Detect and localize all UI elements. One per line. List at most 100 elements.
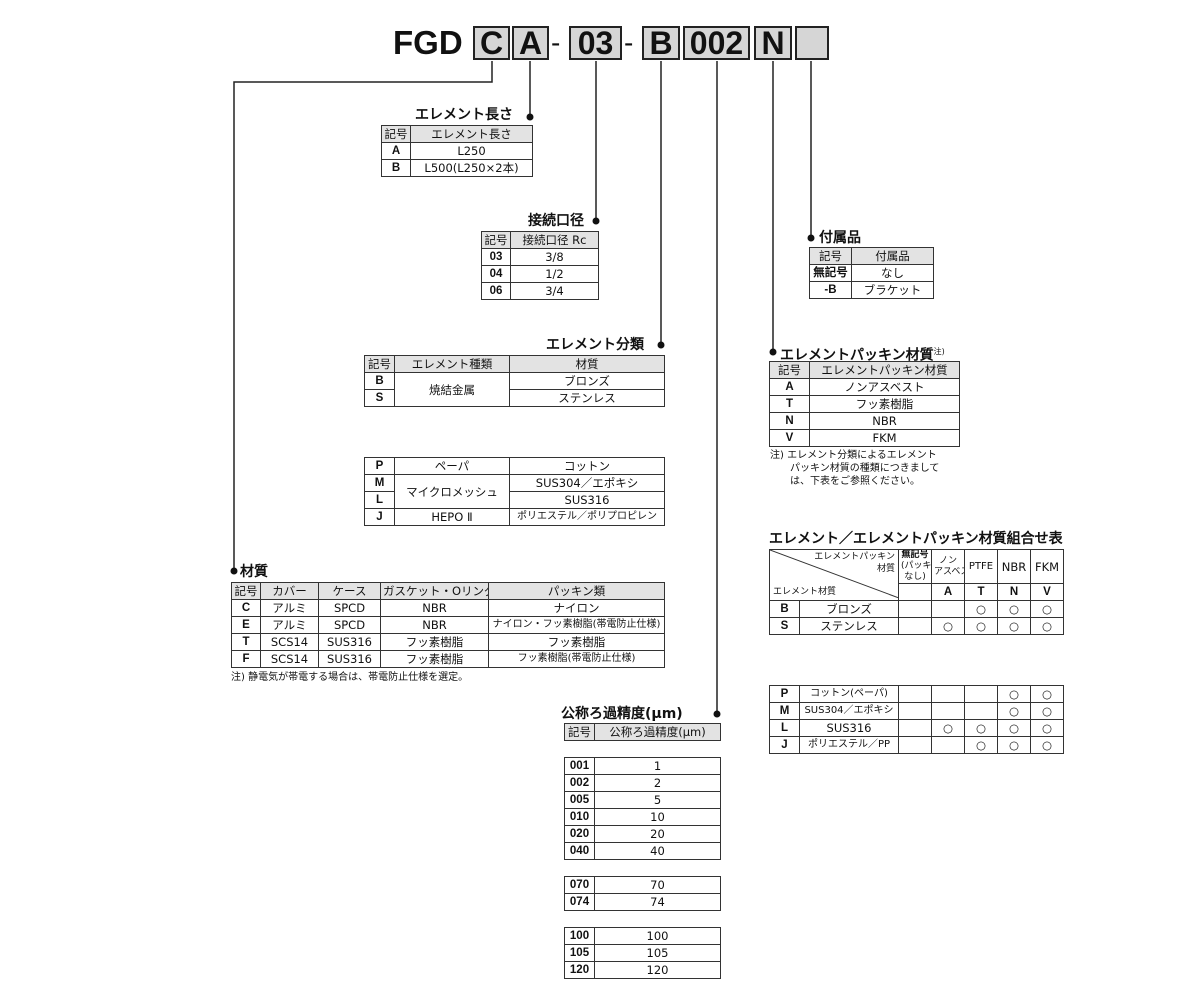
n-cell: ○	[997, 685, 1031, 703]
col-none-code-cell	[898, 583, 932, 601]
case-cell: SPCD	[318, 599, 381, 617]
gasket-cell: NBR	[380, 599, 489, 617]
v-cell: ○	[1030, 600, 1064, 618]
code-cell: 120	[564, 961, 595, 979]
type-cell: 焼結金属	[394, 372, 510, 407]
n-cell: ○	[997, 600, 1031, 618]
none-cell	[898, 617, 932, 635]
code-cell: B	[364, 372, 395, 390]
material-note: 注) 静電気が帯電する場合は、帯電防止仕様を選定。	[231, 672, 469, 683]
material-cell: ブロンズ	[509, 372, 665, 390]
v-cell: ○	[1030, 685, 1064, 703]
table-header-row: 記号 公称ろ過精度(μm)	[564, 723, 721, 741]
none-cell	[898, 736, 932, 754]
header-cell: 記号	[564, 723, 595, 741]
material-cell: SUS304／エポキシ	[509, 474, 665, 492]
value-cell: 1/2	[510, 265, 599, 283]
header-cell: 記号	[809, 247, 852, 265]
port-size-title: 接続口径	[528, 213, 584, 229]
col-none-line-3: なし)	[904, 572, 926, 582]
code-cell: 074	[564, 893, 595, 911]
t-cell	[964, 702, 998, 720]
a-cell	[931, 685, 965, 703]
code-cell: B	[381, 159, 411, 177]
table-row: M マイクロメッシュ SUS304／エポキシ	[364, 474, 665, 509]
material-table: 記号 カバー ケース ガスケット・Oリング パッキン類 C アルミ SPCD N…	[231, 582, 665, 668]
n-cell: ○	[997, 719, 1031, 737]
header-cell: エレメント長さ	[410, 125, 533, 143]
code-box-length: A	[512, 26, 549, 60]
table-row: L SUS316 ○ ○ ○ ○	[769, 719, 1064, 737]
table-row: B ブロンズ ○ ○ ○	[769, 600, 1064, 618]
value-cell: 40	[594, 842, 721, 860]
value-cell: NBR	[809, 412, 960, 430]
col-none-line-1: 無記号	[901, 550, 929, 561]
value-cell: フッ素樹脂	[809, 395, 960, 413]
code-cell: P	[364, 457, 395, 475]
header-cell: エレメントパッキン材質	[809, 361, 960, 379]
gasket-cell: フッ素樹脂	[380, 650, 489, 668]
header-cell: 記号	[769, 361, 810, 379]
header-cell: 記号	[364, 355, 395, 373]
col-n-code-cell: N	[997, 583, 1031, 601]
v-cell: ○	[1030, 617, 1064, 635]
header-cell: ケース	[318, 582, 381, 600]
n-cell: ○	[997, 617, 1031, 635]
code-cell: 002	[564, 774, 595, 792]
code-cell: T	[769, 395, 810, 413]
code-cell: V	[769, 429, 810, 447]
code-cell: P	[769, 685, 800, 703]
code-box-filtration: 002	[683, 26, 750, 60]
accessory-title: 付属品	[819, 230, 861, 246]
cover-cell: SCS14	[260, 650, 319, 668]
packing-note-line-3: は、下表をご参照ください。	[790, 476, 920, 487]
value-cell: ブラケット	[851, 281, 934, 299]
combination-table: エレメントパッキン 材質 エレメント材質 無記号 (パッキン なし) ノン アス…	[769, 549, 1064, 635]
code-cell: 105	[564, 944, 595, 962]
t-cell	[964, 685, 998, 703]
element-length-title: エレメント長さ	[415, 107, 513, 123]
cover-cell: アルミ	[260, 616, 319, 634]
packing-note-line-1: 注) エレメント分類によるエレメント	[770, 450, 937, 461]
code-cell: M	[769, 702, 800, 720]
packing-note-line-2: パッキン材質の種類につきまして	[790, 463, 940, 474]
value-cell: 20	[594, 825, 721, 843]
code-cell: 06	[481, 282, 511, 300]
none-cell	[898, 600, 932, 618]
code-cell: E	[231, 616, 261, 634]
code-cell: 010	[564, 808, 595, 826]
table-row: J HEPO Ⅱ ポリエステル／ポリプロピレン	[364, 508, 665, 526]
value-cell: 5	[594, 791, 721, 809]
col-fkm-header: FKM	[1030, 549, 1064, 584]
name-cell: SUS316	[799, 719, 899, 737]
value-cell: 120	[594, 961, 721, 979]
table-row: L SUS316	[364, 491, 665, 509]
header-cell: 公称ろ過精度(μm)	[594, 723, 721, 741]
element-class-title: エレメント分類	[546, 337, 644, 353]
a-cell	[931, 702, 965, 720]
model-prefix: FGD	[393, 24, 463, 61]
packing-material-title-text: エレメントパッキン材質	[780, 347, 934, 364]
code-cell: J	[769, 736, 800, 754]
corner-diagonal	[770, 550, 898, 598]
code-cell: A	[381, 142, 411, 160]
a-cell: ○	[931, 617, 965, 635]
table-row: S ステンレス	[364, 389, 665, 407]
cover-cell: アルミ	[260, 599, 319, 617]
material-cell: ステンレス	[509, 389, 665, 407]
gasket-cell: フッ素樹脂	[380, 633, 489, 651]
value-cell: 1	[594, 757, 721, 775]
code-box-packing: N	[754, 26, 792, 60]
